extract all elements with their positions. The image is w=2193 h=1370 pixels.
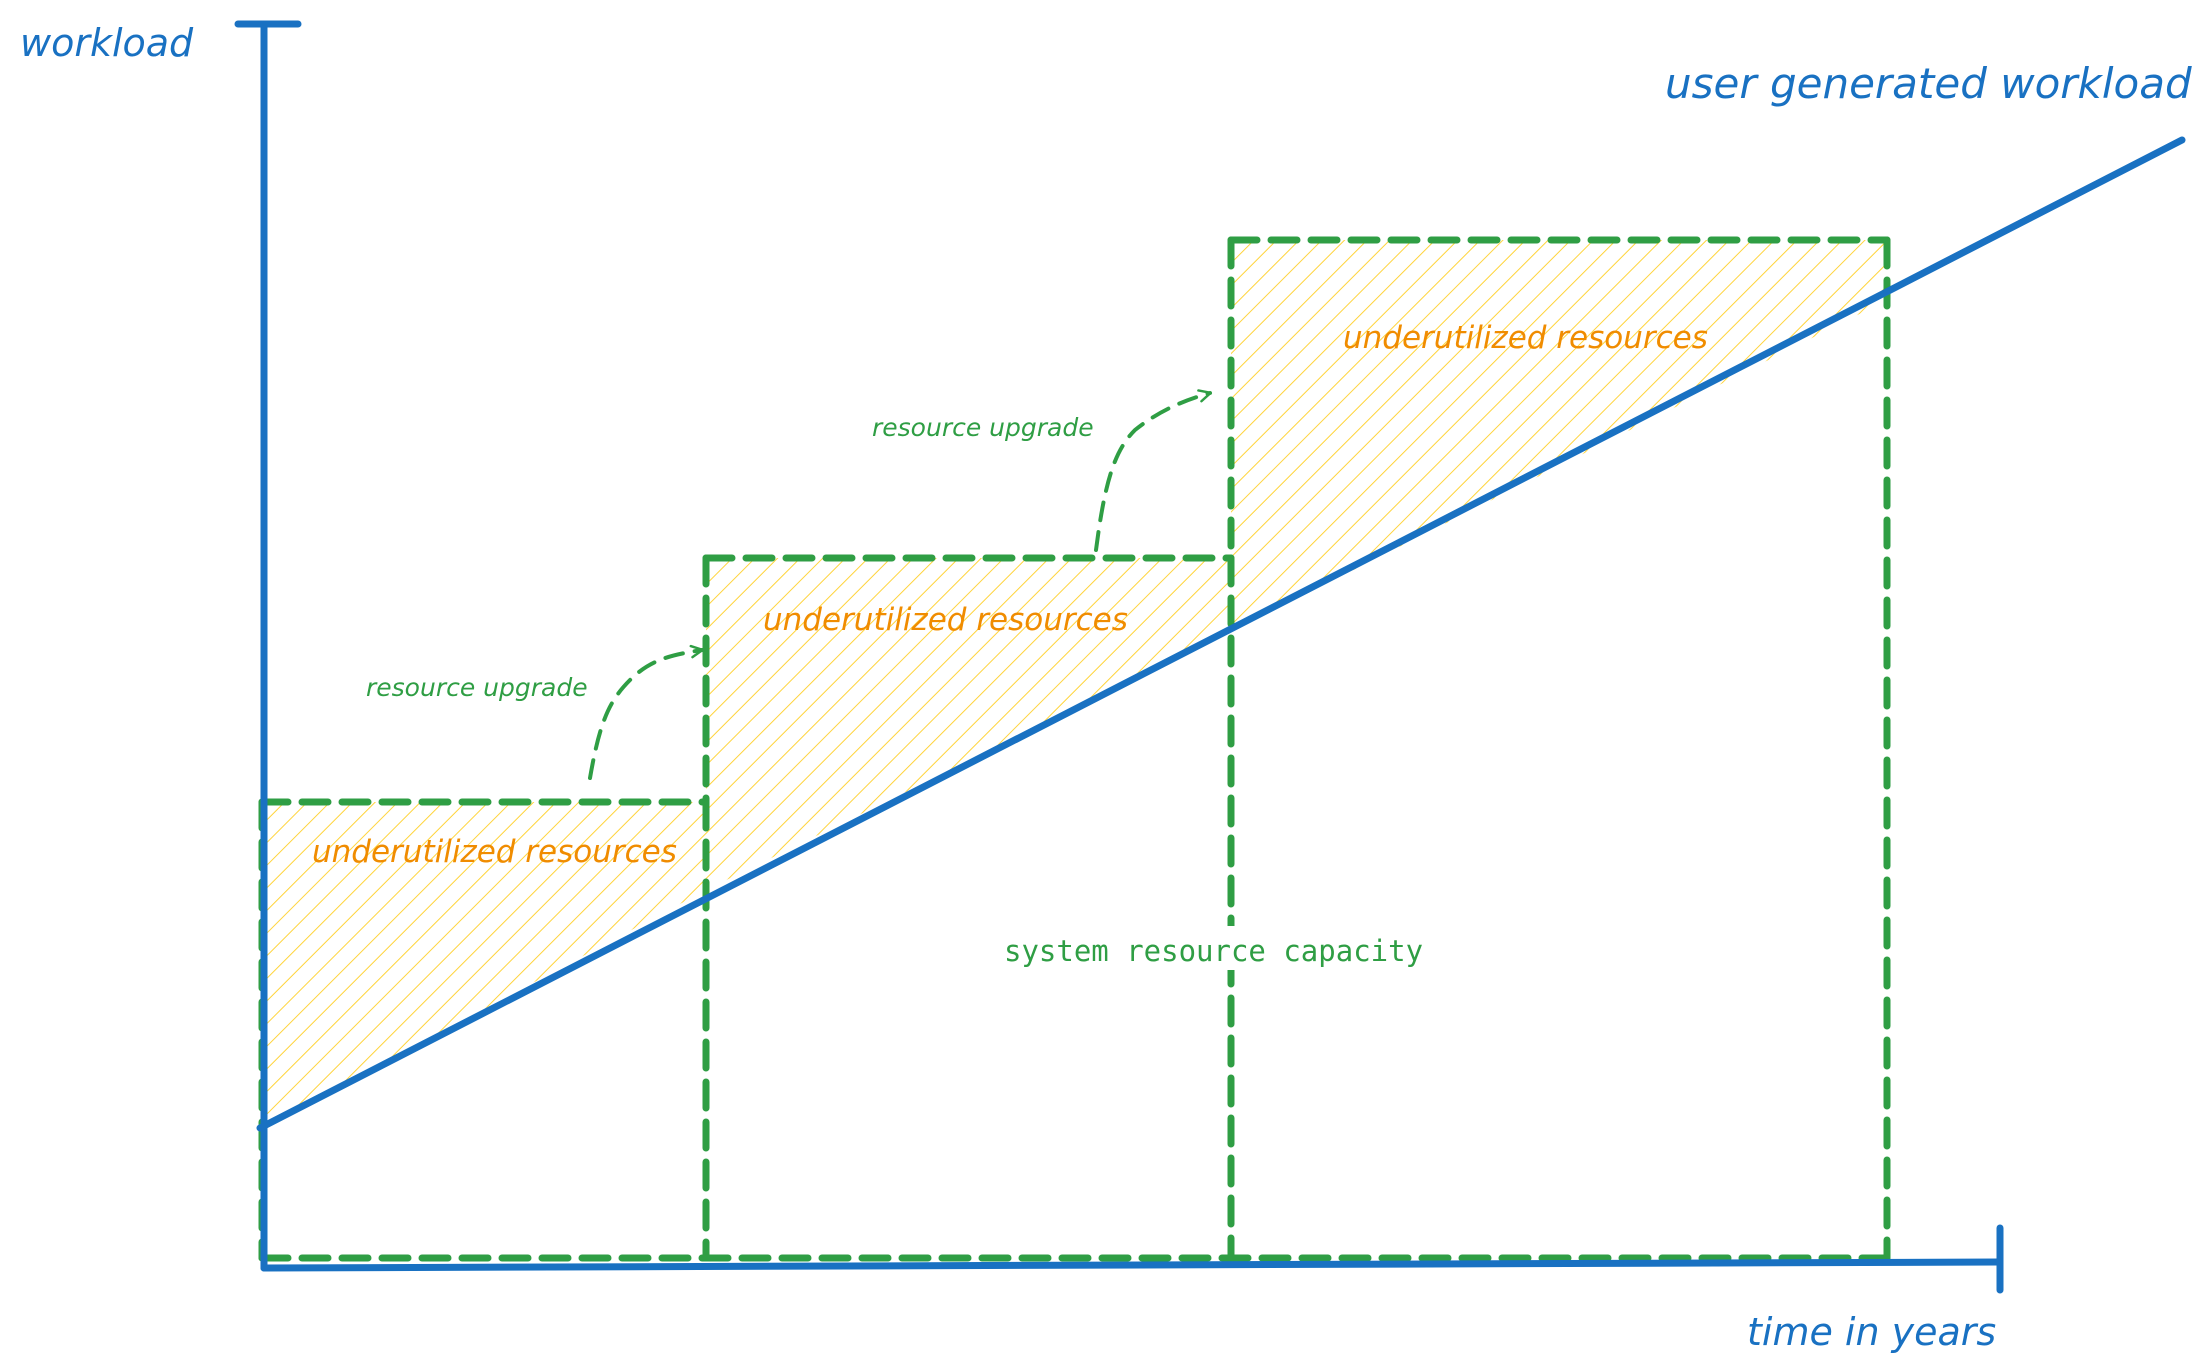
underutilized-label-1: underutilized resources [312,834,677,870]
capacity-label-backing [1000,926,1420,970]
axes [234,20,2004,1294]
upgrade-label-2: resource upgrade [872,413,1094,442]
underutilized-label-3: underutilized resources [1343,320,1708,356]
upgrade-arrow-1 [588,644,704,780]
workload-line-label: user generated workload [1665,59,2192,108]
underutilized-region-1 [262,802,706,1128]
capacity-label: system resource capacity [1004,934,1423,968]
underutilized-label-2: underutilized resources [763,602,1128,638]
capacity-outline [258,236,1891,1262]
underutilized-region-2 [706,558,1231,890]
upgrade-arrow-2 [1094,389,1212,552]
x-axis-label: time in years [1747,1310,1996,1354]
upgrade-label-1: resource upgrade [366,673,588,702]
x-axis [260,1258,2004,1272]
workload-line [256,136,2186,1132]
underutilized-region-3 [1231,240,1887,632]
y-axis-label: workload [20,21,194,65]
